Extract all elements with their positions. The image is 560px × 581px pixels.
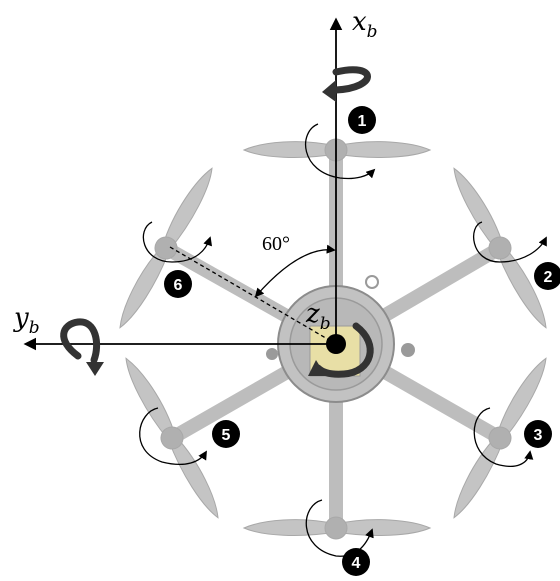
y-axis-label: yb xyxy=(13,303,40,338)
hub-bolt-right xyxy=(401,343,415,357)
propeller-5 xyxy=(125,357,219,519)
rotor-badge-2: 2 xyxy=(534,262,560,290)
svg-text:3: 3 xyxy=(534,427,543,444)
rotor-badge-6: 6 xyxy=(164,270,192,298)
spin-arrow-3 xyxy=(473,407,534,467)
propeller-4 xyxy=(242,516,432,540)
angle-arc xyxy=(254,244,336,298)
propeller-3 xyxy=(453,357,547,519)
propeller-6 xyxy=(119,167,213,329)
yaw-moment-arrow xyxy=(308,322,374,378)
propeller-1 xyxy=(242,138,432,162)
hub-bolt-top xyxy=(365,275,379,289)
pitch-moment-arrow xyxy=(60,318,104,376)
roll-moment-arrow xyxy=(322,66,371,102)
spin-arrow-2 xyxy=(473,221,547,263)
angle-label: 60° xyxy=(262,233,290,255)
z-axis-dot xyxy=(326,334,346,354)
svg-text:6: 6 xyxy=(174,277,183,294)
rotor-badge-5: 5 xyxy=(212,420,240,448)
x-axis-label: xb xyxy=(352,7,378,42)
propellers xyxy=(119,138,547,540)
propeller-2 xyxy=(453,167,547,329)
rotor-badge-4: 4 xyxy=(342,548,370,576)
rotor-badge-3: 3 xyxy=(524,420,552,448)
spin-arrow-4 xyxy=(305,499,374,557)
svg-text:4: 4 xyxy=(352,555,361,572)
svg-text:5: 5 xyxy=(222,427,231,444)
svg-text:2: 2 xyxy=(544,269,553,286)
svg-text:1: 1 xyxy=(358,113,367,130)
rotor-badge-1: 1 xyxy=(348,106,376,134)
spin-arrow-5 xyxy=(139,407,207,466)
spin-arrow-6 xyxy=(142,221,213,263)
body-axes xyxy=(23,17,346,354)
rotor-badges: 1 2 3 4 5 6 xyxy=(164,106,560,576)
hub-bolt-left xyxy=(266,348,278,360)
spin-arrow-1 xyxy=(305,123,376,180)
z-axis-label: zb xyxy=(305,299,331,334)
rotor-spin-arrows xyxy=(139,123,547,557)
